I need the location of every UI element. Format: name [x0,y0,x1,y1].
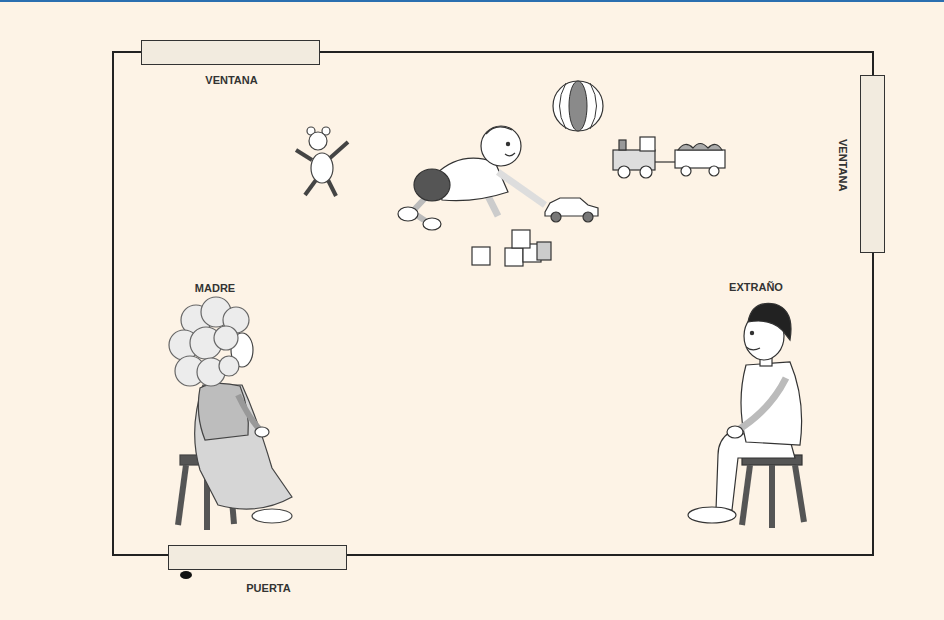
ball-seam [560,83,567,129]
stranger-hair [748,303,791,340]
wheel [618,166,630,178]
stranger-shoe [688,507,736,523]
window: VENTANA [860,75,885,253]
child-shoe [423,218,441,230]
child-mouth [505,153,515,156]
coupling [655,161,675,162]
child-arm [498,172,545,205]
stool-leg [742,465,750,525]
toy-blocks [472,230,551,266]
child-shoe [398,207,418,221]
mother-cardigan [198,383,248,440]
node-text: VENTANA [837,76,849,254]
block [537,242,551,260]
door-knob [180,571,192,579]
room-wall [113,52,873,555]
ball-stripe [569,81,587,131]
door: PUERTA [168,545,347,570]
node-text: PUERTA [179,582,358,594]
block [512,230,530,248]
locomotive-cab [640,137,655,151]
child-head [481,126,521,166]
stool-leg [795,465,804,522]
stranger-mouth [746,347,760,350]
wheel [640,166,652,178]
person-label: MADRE [195,282,235,294]
person-label: EXTRAÑO [729,281,783,293]
ball [553,81,603,131]
window: VENTANA [141,40,320,65]
node-text: VENTANA [142,74,321,86]
child-shorts [414,169,450,201]
car-wheel [551,212,561,222]
frame-line [0,0,944,2]
child-eye [506,142,509,145]
hair-curl [219,356,239,376]
stranger-hand [727,426,743,438]
stranger-eye [750,331,753,334]
bear-leg [305,180,316,195]
mother-hair [169,297,249,386]
hair-curl [214,326,238,350]
bear-body [311,153,333,183]
bear-head [309,132,327,150]
chimney [619,140,626,150]
stool-leg [769,465,775,528]
bear-leg [328,180,336,196]
bear-arm [330,142,348,158]
mother-figure [169,297,292,530]
teddy-bear [296,127,348,196]
car-wheel [583,212,593,222]
toy-train [613,137,725,178]
toy-car [545,198,598,222]
wheel [681,166,691,176]
mother-arm [238,395,262,432]
block [505,248,523,266]
wheel [709,166,719,176]
ball-seam [590,83,597,129]
mother-hand [255,427,269,437]
stranger-arm [738,378,786,430]
bear-arm [296,150,312,160]
mother-shoe [252,509,292,523]
stool-leg [178,465,186,525]
child-hair [486,127,512,134]
stranger-figure [688,303,804,528]
beach-ball [553,81,603,131]
wagon [675,150,725,168]
wagon-load [678,144,722,151]
block [472,247,490,265]
crawling-child [398,126,545,230]
